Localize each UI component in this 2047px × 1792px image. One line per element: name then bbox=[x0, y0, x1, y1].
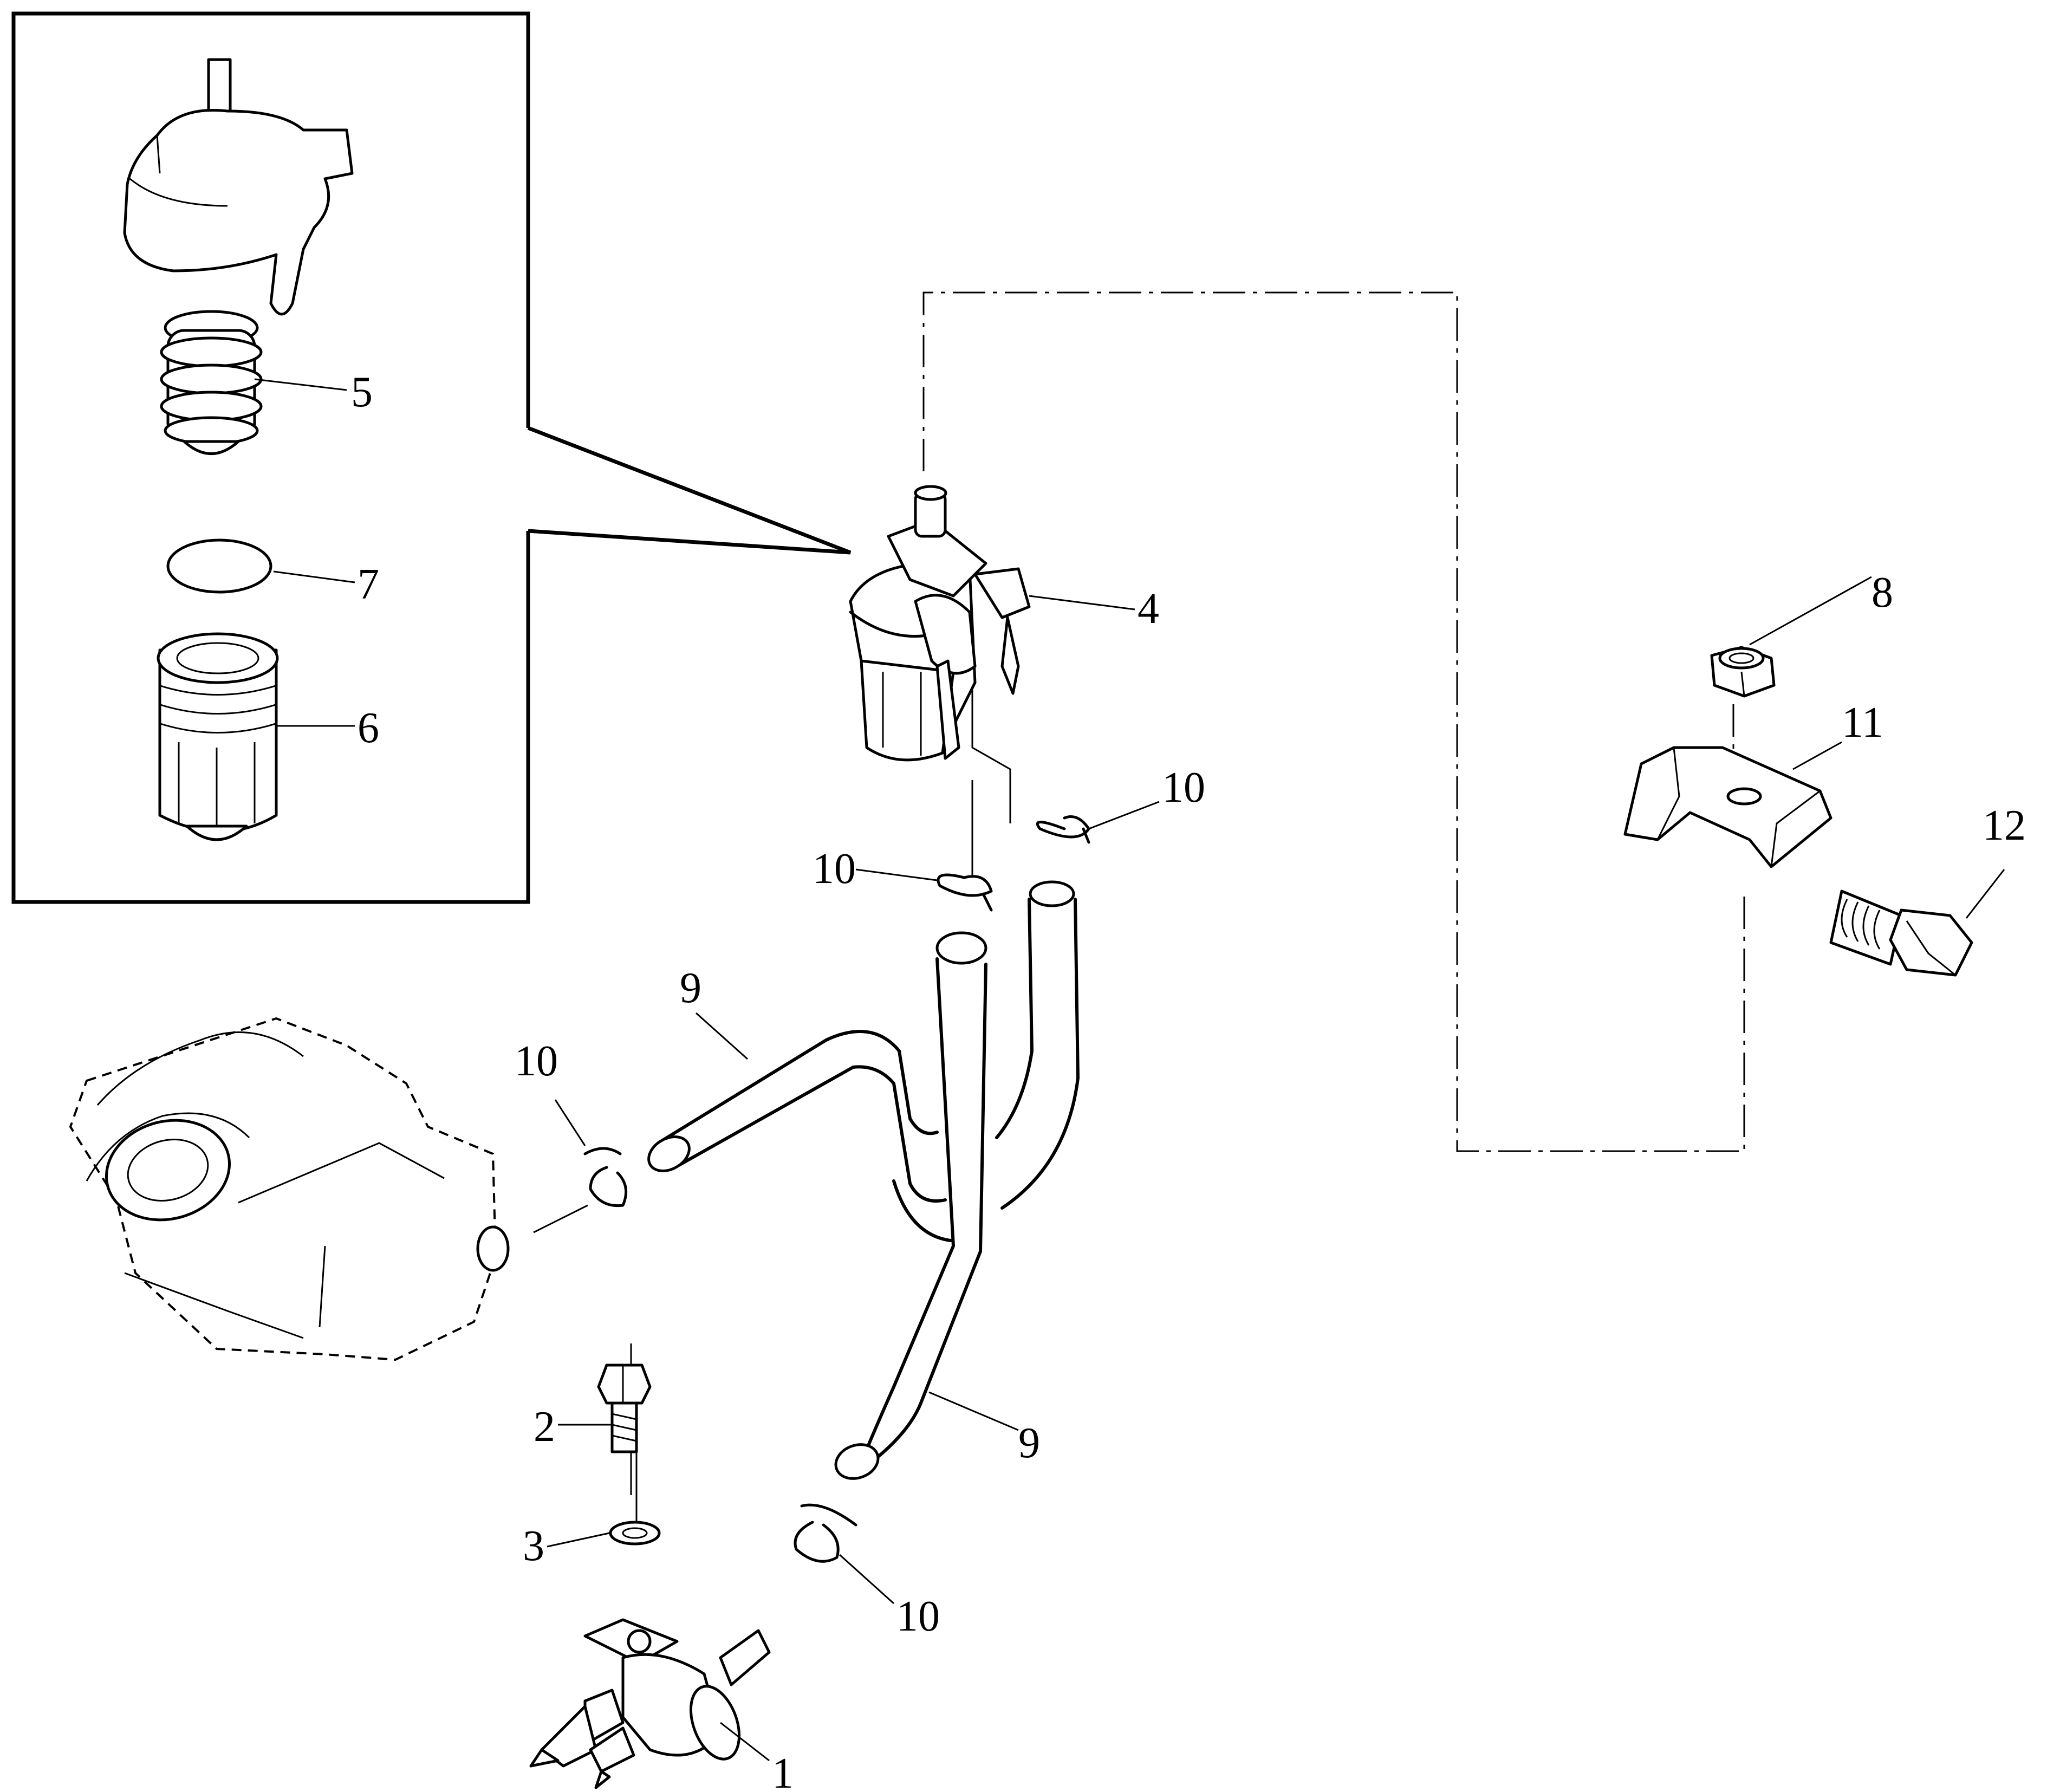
callout-10-left: 10 bbox=[515, 1037, 558, 1085]
filter-bowl-part-6 bbox=[157, 632, 279, 841]
bolt-part-2 bbox=[597, 1364, 652, 1453]
callout-labels: 1 2 3 4 5 6 7 8 9 9 10 10 10 10 11 12 bbox=[351, 368, 2026, 1792]
callout-leaders bbox=[254, 378, 2005, 1762]
dash-dot-reference-lines bbox=[630, 291, 1745, 1533]
filter-cap-detail bbox=[123, 58, 354, 316]
nut-part-8 bbox=[1710, 646, 1776, 698]
callout-5: 5 bbox=[351, 368, 373, 416]
callout-3: 3 bbox=[523, 1522, 544, 1570]
callout-6: 6 bbox=[358, 704, 379, 752]
fuel-filter-assembly-part-4 bbox=[849, 485, 1031, 762]
callout-8: 8 bbox=[1871, 569, 1893, 616]
callout-4: 4 bbox=[1138, 585, 1159, 633]
detail-inset bbox=[11, 11, 852, 904]
callout-9-lower: 9 bbox=[1018, 1419, 1040, 1467]
hose-clamps-part-10 bbox=[583, 815, 1090, 1563]
callout-9-upper: 9 bbox=[680, 964, 701, 1012]
fuel-pump-part-1 bbox=[529, 1618, 771, 1789]
callout-10-bottom: 10 bbox=[896, 1593, 940, 1640]
engine-block-outline bbox=[69, 1017, 588, 1361]
callout-2: 2 bbox=[534, 1403, 555, 1451]
bolt-part-12 bbox=[1829, 889, 1973, 977]
fuel-hoses-part-9 bbox=[647, 880, 1080, 1480]
callout-10-top-left: 10 bbox=[813, 845, 856, 893]
bracket-part-11 bbox=[1623, 746, 1832, 868]
washer-part-3 bbox=[609, 1521, 661, 1546]
callout-10-top-right: 10 bbox=[1162, 764, 1205, 811]
callout-7: 7 bbox=[358, 561, 379, 608]
callout-11: 11 bbox=[1842, 699, 1883, 746]
filter-element-part-5 bbox=[160, 310, 263, 455]
o-ring-part-7 bbox=[166, 538, 272, 594]
callout-1: 1 bbox=[772, 1750, 794, 1792]
callout-12: 12 bbox=[1983, 802, 2026, 849]
